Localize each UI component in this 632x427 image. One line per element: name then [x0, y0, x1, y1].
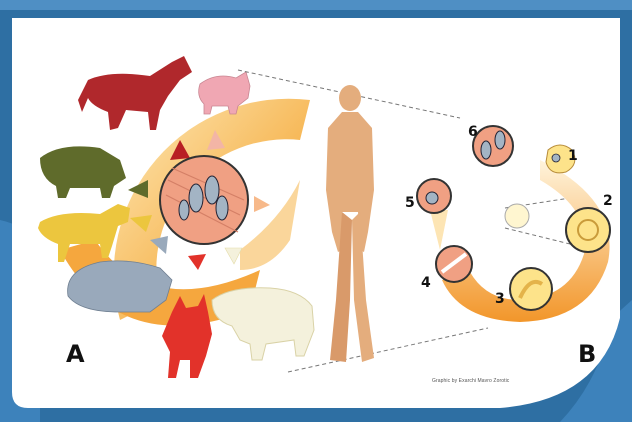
stage-circle-4 [436, 246, 472, 282]
stage-circle-2 [566, 208, 610, 252]
graphic-credit: Graphic by Exarchi Mavro Zorotic [432, 378, 509, 384]
label-b: B [578, 340, 596, 368]
stage-circle-3 [510, 268, 552, 310]
stage-circle-6 [473, 126, 513, 166]
stage-circle-5 [417, 179, 451, 213]
infected-muscle-circle [160, 156, 248, 244]
stage-number-6: 6 [468, 124, 478, 140]
stage-number-2: 2 [603, 193, 613, 209]
stage-number-1: 1 [568, 148, 578, 164]
stage-number-4: 4 [421, 275, 431, 291]
seal-icon [68, 261, 172, 312]
label-a: A [66, 340, 85, 368]
stage-number-5: 5 [405, 195, 415, 211]
stage-number-3: 3 [495, 291, 505, 307]
stage-circle-2-small [505, 204, 529, 228]
